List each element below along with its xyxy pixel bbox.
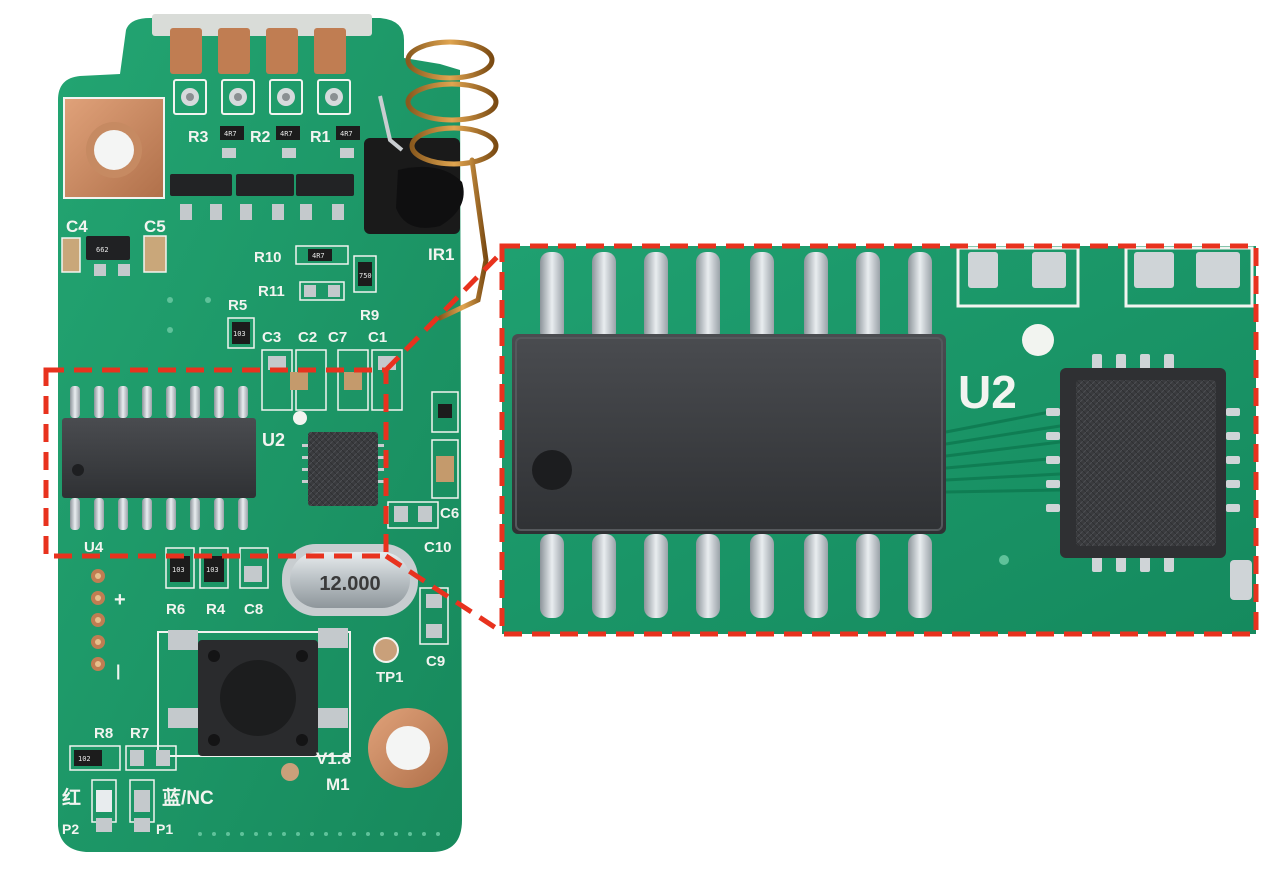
label-m1: M1: [326, 775, 350, 794]
tactile-switch: [157, 628, 351, 757]
highlight-box-small: [43, 367, 389, 559]
label-r2: R2: [250, 129, 271, 146]
label-tp1: TP1: [376, 669, 404, 686]
transistor-row: [170, 174, 354, 220]
label-r6: R6: [166, 601, 185, 618]
c4-part-code: 662: [96, 246, 109, 254]
u2-large-bottom-pins: [540, 534, 932, 618]
u2-large-top-pins: [540, 252, 932, 342]
label-r4: R4: [206, 601, 226, 618]
u2-soic-chip-large: [512, 252, 946, 618]
top-connector-pins: [170, 28, 346, 74]
r6-r4-c8-components: 103 103: [165, 547, 269, 589]
r6-code: 103: [172, 566, 185, 574]
r8-code: 102: [78, 755, 91, 763]
label-u4: U4: [84, 539, 104, 556]
label-minus: |: [116, 663, 120, 680]
r1-code: 4R7: [340, 130, 353, 138]
label-version: V1.8: [316, 749, 351, 768]
resistors-top: 4R7 4R7 4R7: [220, 126, 360, 158]
inset-traces: [945, 408, 1061, 494]
u2-soic-chip-small: [62, 386, 256, 530]
highlight-box-inset: [499, 243, 1259, 637]
inset-top-right-pads: [956, 246, 1254, 308]
led-components: [91, 779, 155, 832]
mounting-pad-top: [63, 97, 165, 199]
label-r5: R5: [228, 297, 247, 314]
label-c6: C6: [440, 505, 459, 522]
label-c2: C2: [298, 329, 317, 346]
connector-line-bottom: [384, 553, 504, 635]
tp1-testpoint: [373, 637, 399, 663]
r10-r11-r9-components: 4R7 750: [295, 245, 377, 301]
label-r3: R3: [188, 129, 209, 146]
c3-c2-c7-c1-components: [261, 349, 403, 425]
inset-label-u2: U2: [958, 366, 1017, 418]
label-p1: P1: [156, 821, 173, 837]
qfn-chip-large: [1046, 354, 1240, 572]
pcb-board: 4R7 4R7 4R7 R3 R2 R1: [58, 14, 499, 852]
r5-code: 103: [233, 330, 246, 338]
spring-coil: [405, 39, 499, 321]
qfn-chip-small: [302, 432, 384, 506]
label-c10: C10: [424, 539, 452, 556]
label-c7: C7: [328, 329, 347, 346]
label-c9: C9: [426, 653, 445, 670]
r3-code: 4R7: [224, 130, 237, 138]
label-r7: R7: [130, 725, 149, 742]
inset-edge-pad: [1230, 560, 1252, 600]
c4-c5-components: 662: [61, 235, 167, 276]
label-c1: C1: [368, 329, 387, 346]
inset-fiducial: [1022, 324, 1054, 356]
label-p2: P2: [62, 821, 79, 837]
crystal-oscillator: 12.000: [282, 544, 418, 616]
zoom-inset: U2: [502, 246, 1256, 634]
label-r9: R9: [360, 307, 379, 324]
label-r8: R8: [94, 725, 113, 742]
r9-code: 750: [359, 272, 372, 280]
via-dots: [167, 297, 440, 836]
label-plus: +: [114, 589, 126, 611]
mounting-pad-bottom: [368, 708, 448, 788]
fiducial: [281, 763, 299, 781]
r5-component: 103: [227, 317, 255, 349]
label-r1: R1: [310, 129, 331, 146]
label-c5: C5: [144, 217, 166, 236]
r4-code: 103: [206, 566, 219, 574]
label-c3: C3: [262, 329, 281, 346]
inset-via: [999, 555, 1009, 565]
label-blue-nc: 蓝/NC: [162, 786, 214, 809]
u4-header-pads: [91, 569, 105, 671]
label-red: 红: [62, 786, 81, 809]
r8-r7-components: 102: [69, 745, 177, 771]
u2-bottom-pins: [70, 498, 248, 530]
label-r10: R10: [254, 249, 282, 266]
label-c4: C4: [66, 217, 88, 236]
label-r11: R11: [258, 283, 285, 300]
r10-code: 4R7: [312, 252, 325, 260]
label-ir1: IR1: [428, 245, 454, 264]
u2-top-pins: [70, 386, 248, 418]
label-c8: C8: [244, 601, 263, 618]
c9-component: [419, 587, 449, 645]
label-u2: U2: [262, 430, 285, 450]
crystal-frequency: 12.000: [319, 573, 380, 595]
tht-pad-row: [173, 79, 351, 115]
r2-code: 4R7: [280, 130, 293, 138]
